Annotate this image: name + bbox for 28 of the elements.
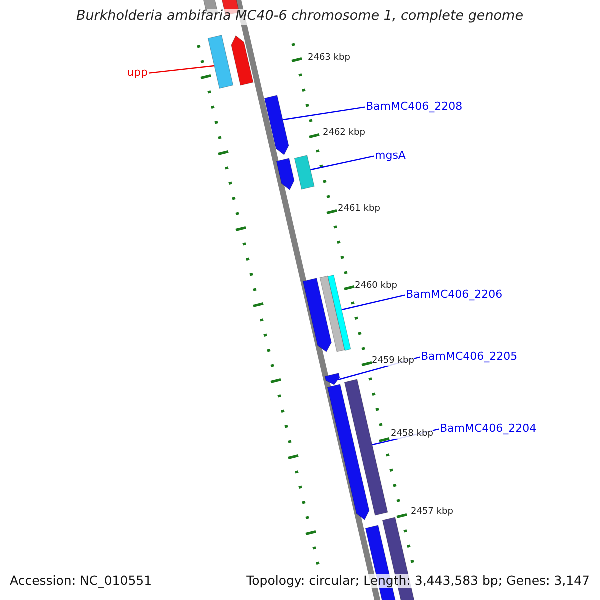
gene-feature xyxy=(320,276,346,352)
gene-label: BamMC406_2204 xyxy=(440,423,537,436)
leader-line xyxy=(342,294,406,311)
gene-feature xyxy=(276,158,295,190)
gene-label: BamMC406_2206 xyxy=(406,289,503,302)
gene-label: BamMC406_2205 xyxy=(421,351,518,364)
gene-feature xyxy=(344,379,388,516)
leader-line xyxy=(148,65,215,74)
leader-line xyxy=(282,106,366,121)
leader-line xyxy=(310,156,374,171)
scale-label: 2459 kbp xyxy=(372,356,414,366)
gene-feature xyxy=(328,274,352,352)
gene-label: BamMC406_2208 xyxy=(366,101,463,114)
scale-label: 2458 kbp xyxy=(391,429,434,440)
scale-label: 2460 kbp xyxy=(355,281,398,292)
gene-feature xyxy=(302,278,332,352)
gene-label: mgsA xyxy=(375,150,406,163)
footer-text: Accession: NC_010551 xyxy=(10,574,152,588)
gene-feature xyxy=(294,155,315,190)
scale-label: 2461 kbp xyxy=(338,204,380,214)
footer-text: Topology: circular; Length: 3,443,583 bp; Genes: 3,147 xyxy=(246,574,590,588)
gene-label: upp xyxy=(127,67,148,80)
gene-feature xyxy=(327,384,370,520)
gene-feature xyxy=(264,95,290,156)
scale-label: 2463 kbp xyxy=(308,53,350,64)
scale-label: 2457 kbp xyxy=(411,507,454,518)
gene-feature xyxy=(231,36,254,86)
scale-label: 2462 kbp xyxy=(323,128,366,138)
